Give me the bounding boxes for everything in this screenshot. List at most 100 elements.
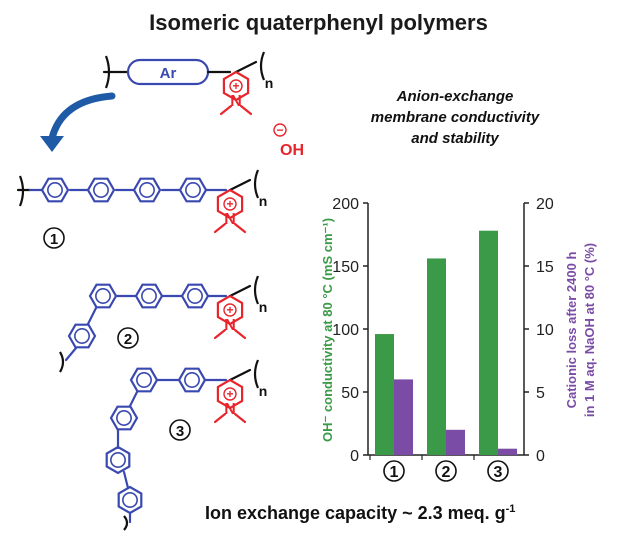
counterion-charge: − <box>276 123 283 137</box>
p1-piperidinium-methyl-1 <box>213 222 227 234</box>
left-tick-label-2: 100 <box>332 322 359 339</box>
left-axis-label: OH⁻ conductivity at 80 °C (mS cm⁻¹) <box>320 218 335 442</box>
ar-bracket-right <box>259 51 266 81</box>
bar-conductivity-1 <box>375 334 394 455</box>
p2-piperidinium-charge: + <box>226 303 233 317</box>
p2-benzene-3-ring <box>187 288 203 304</box>
transform-arrow-head <box>40 136 64 152</box>
p3-label: 3 <box>176 423 184 440</box>
right-tick-label-2: 10 <box>536 322 554 339</box>
p2-benzene-1 <box>88 283 118 309</box>
left-tick-label-1: 50 <box>341 385 359 402</box>
bar-conductivity-2 <box>427 258 446 455</box>
footer-ion-exchange-capacity: Ion exchange capacity ~ 2.3 meq. g-1 <box>205 503 515 524</box>
p1-piperidinium-ring <box>216 189 244 220</box>
p2-piperidinium-methyl-1 <box>213 328 227 340</box>
p1-benzene-4-ring <box>185 182 201 198</box>
p2-label-circle <box>117 327 139 349</box>
bar-conductivity-3 <box>479 230 498 455</box>
right-axis-label-line-2: in 1 M aq. NaOH at 80 °C (%) <box>582 243 597 417</box>
subtitle-line-2: membrane conductivity <box>370 109 540 126</box>
p2-label: 2 <box>124 331 132 348</box>
p3-benzene-5-ring <box>122 492 138 508</box>
p3-piperidinium-nitrogen: N <box>224 401 236 418</box>
counterion-label: OH <box>280 142 304 159</box>
p1-label: 1 <box>50 231 58 248</box>
ar-label: Ar <box>160 65 177 82</box>
p1-n: n <box>259 193 268 209</box>
category-label-2: 2 <box>442 464 451 481</box>
bar-cationic-loss-3 <box>498 448 517 455</box>
p2-n: n <box>259 299 268 315</box>
p3-benzene-4 <box>105 445 131 475</box>
p3-piperidinium-charge-circle <box>223 387 237 401</box>
ar-piperidinium-nitrogen: N <box>230 93 242 110</box>
footer-text: Ion exchange capacity ~ 2.3 meq. g <box>205 503 506 523</box>
category-label-3: 3 <box>494 464 503 481</box>
p3-benzene-3-ring <box>116 410 132 426</box>
p2-piperidinium-methyl-2 <box>233 328 247 340</box>
p2-bracket-left <box>59 351 65 373</box>
p3-link-3 <box>128 390 139 408</box>
p2-link-meta <box>86 306 98 326</box>
right-tick-label-4: 20 <box>536 196 554 213</box>
p3-benzene-2-ring <box>184 372 200 388</box>
ar-backbone-bond <box>234 60 258 74</box>
right-tick-label-1: 5 <box>536 385 545 402</box>
p3-benzene-4-ring <box>110 452 126 468</box>
p1-label-circle <box>43 227 65 249</box>
figure-title: Isomeric quaterphenyl polymers <box>149 10 488 35</box>
category-circle-3 <box>487 460 509 482</box>
p3-label-circle <box>169 419 191 441</box>
subtitle-line-1: Anion-exchange <box>396 88 514 105</box>
category-circle-1 <box>383 460 405 482</box>
left-tick-label-4: 200 <box>332 196 359 213</box>
p3-piperidinium-ring <box>216 379 244 410</box>
p3-backbone-bond <box>228 368 252 382</box>
p2-backbone-bond <box>228 284 252 298</box>
p2-piperidinium-charge-circle <box>223 303 237 317</box>
category-circle-2 <box>435 460 457 482</box>
ar-piperidinium-ring <box>222 71 250 102</box>
right-tick-label-3: 15 <box>536 259 554 276</box>
p2-piperidinium-ring <box>216 295 244 326</box>
ar-piperidinium-methyl-2 <box>239 104 253 116</box>
p2-piperidinium-nitrogen: N <box>224 317 236 334</box>
p2-benzene-1-ring <box>95 288 111 304</box>
p1-piperidinium-nitrogen: N <box>224 211 236 228</box>
p3-piperidinium-methyl-2 <box>233 412 247 424</box>
transform-arrow <box>48 92 116 142</box>
counterion-charge-circle <box>273 123 287 137</box>
p1-benzene-3-ring <box>139 182 155 198</box>
p2-benzene-2-ring <box>141 288 157 304</box>
p1-backbone-bond <box>228 178 252 192</box>
ar-n: n <box>265 75 274 91</box>
p3-benzene-1 <box>129 367 159 393</box>
p3-benzene-3 <box>109 405 139 431</box>
p3-piperidinium-charge: + <box>226 387 233 401</box>
p3-piperidinium-methyl-1 <box>213 412 227 424</box>
p3-benzene-1-ring <box>136 372 152 388</box>
category-label-1: 1 <box>390 464 399 481</box>
p2-benzene-4 <box>67 323 97 349</box>
p1-piperidinium-methyl-2 <box>233 222 247 234</box>
subtitle-line-3: and stability <box>411 130 499 147</box>
p1-piperidinium-charge: + <box>226 197 233 211</box>
right-tick-label-0: 0 <box>536 448 545 465</box>
ar-piperidinium-charge: + <box>232 79 239 93</box>
p1-bracket-right <box>253 169 260 199</box>
bar-cationic-loss-2 <box>446 429 465 455</box>
left-tick-label-3: 150 <box>332 259 359 276</box>
p1-benzene-2-ring <box>93 182 109 198</box>
p3-bracket-right <box>253 359 260 389</box>
left-tick-label-0: 0 <box>350 448 359 465</box>
p2-bracket-right <box>253 275 260 305</box>
bar-cationic-loss-1 <box>394 379 413 455</box>
p3-bracket-left <box>123 515 129 531</box>
p3-n: n <box>259 383 268 399</box>
chart-subtitle: Anion-exchange membrane conductivity and… <box>350 86 560 149</box>
p3-link-5 <box>122 470 130 490</box>
